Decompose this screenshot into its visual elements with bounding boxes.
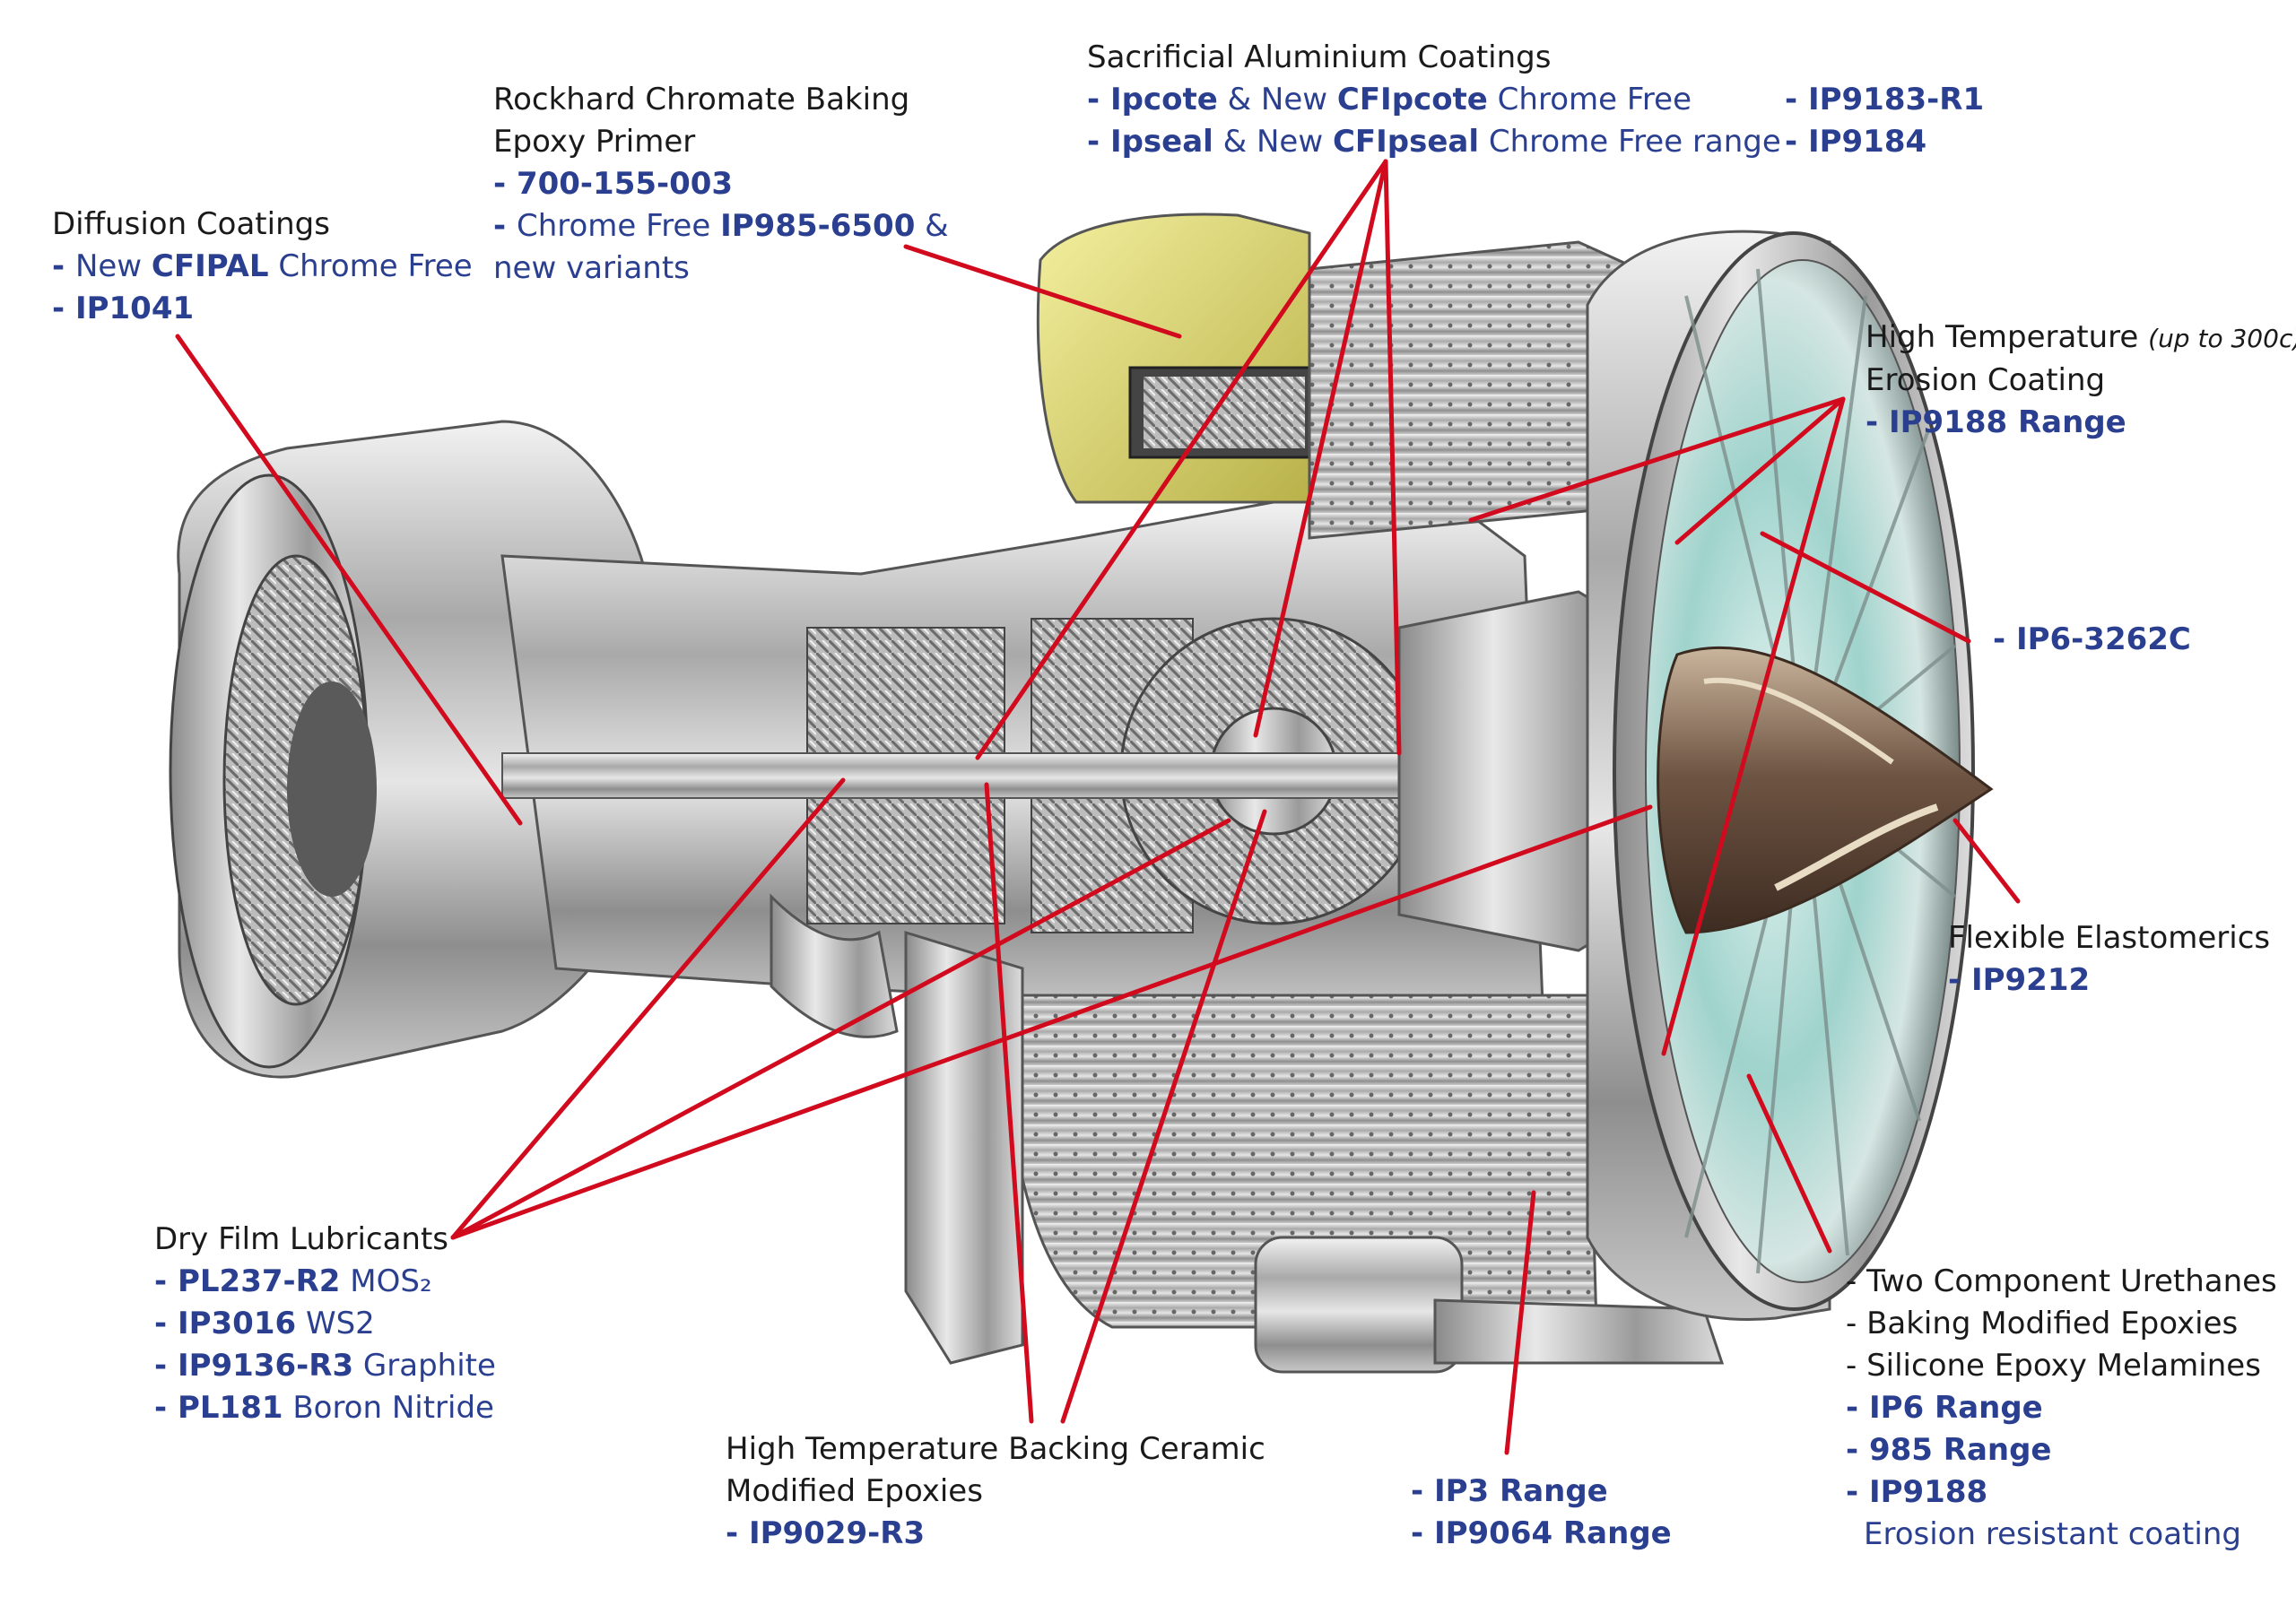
pl181-label: - PL181 [154, 1390, 283, 1426]
core-section [500, 500, 1670, 1015]
ipcote-label: - Ipcote [1087, 82, 1218, 117]
cfipal-label: CFIPAL [151, 248, 269, 284]
callout-urethanes: - Two Component Urethanes - Baking Modif… [1846, 1261, 2277, 1556]
erosion-resistant-label: Erosion resistant coating [1864, 1516, 2241, 1552]
two-component-urethanes: - Two Component Urethanes [1846, 1263, 2277, 1299]
ip9188-label: - IP9188 [1846, 1474, 1988, 1510]
ip1041-label: - IP1041 [52, 291, 195, 326]
700-155-003-label: - 700-155-003 [493, 166, 734, 202]
callout-ceramic-epoxies: High Temperature Backing Ceramic Modifie… [726, 1428, 1265, 1555]
callout-lines [175, 159, 2021, 1455]
ip9064-range-label: - IP9064 Range [1411, 1515, 1672, 1551]
ip6-range-label: - IP6 Range [1846, 1390, 2043, 1426]
callout-flexible-elastomerics: Flexible Elastomerics - IP9212 [1948, 917, 2270, 1002]
cfipseal-label: CFIpseal [1332, 124, 1480, 160]
cfipcote-label: CFIpcote [1336, 82, 1488, 117]
silicone-epoxy-melamines: - Silicone Epoxy Melamines [1846, 1348, 2261, 1384]
sacrificial-title: Sacrificial Aluminium Coatings [1087, 39, 1552, 75]
upper-casing [1036, 213, 1679, 540]
ip985-6500-label: IP985-6500 [720, 208, 916, 244]
rockhard-title-1: Rockhard Chromate Baking [493, 82, 910, 117]
ip9136-label: - IP9136-R3 [154, 1348, 354, 1384]
ip9212-label: - IP9212 [1948, 962, 2091, 998]
callout-rockhard-primer: Rockhard Chromate Baking Epoxy Primer - … [493, 79, 949, 290]
baking-modified-epoxies: - Baking Modified Epoxies [1846, 1306, 2239, 1341]
callout-ip9183: - IP9183-R1 - IP9184 [1785, 79, 1984, 163]
ip9183-label: - IP9183-R1 [1785, 82, 1985, 117]
ip9184-label: - IP9184 [1785, 124, 1927, 160]
ip9029-label: - IP9029-R3 [726, 1515, 926, 1551]
erosion-note: (up to 300c) [2148, 324, 2296, 353]
callout-dry-film-lubricants: Dry Film Lubricants - PL237-R2 MOS₂ - IP… [154, 1219, 496, 1429]
ceramic-title-1: High Temperature Backing Ceramic [726, 1431, 1265, 1467]
nose-cone [1657, 646, 1994, 934]
ip3-range-label: - IP3 Range [1411, 1473, 1608, 1509]
callout-high-temp-erosion: High Temperature (up to 300c) Erosion Co… [1866, 317, 2296, 444]
985-range-label: - 985 Range [1846, 1432, 2052, 1468]
flexible-title: Flexible Elastomerics [1948, 920, 2271, 956]
callout-diffusion-coatings: Diffusion Coatings - New CFIPAL Chrome F… [52, 204, 473, 330]
erosion-title-1: High Temperature [1866, 319, 2139, 355]
rockhard-title-2: Epoxy Primer [493, 124, 696, 160]
pl237-label: - PL237-R2 [154, 1263, 341, 1299]
diffusion-title: Diffusion Coatings [52, 206, 330, 242]
erosion-title-2: Erosion Coating [1866, 362, 2106, 398]
callout-ip3-range: - IP3 Range - IP9064 Range [1411, 1471, 1672, 1555]
callout-ip6-3262c: - IP6-3262C [1993, 619, 2191, 661]
dry-film-title: Dry Film Lubricants [154, 1221, 449, 1257]
ip3016-label: - IP3016 [154, 1306, 297, 1341]
new-variants-label: new variants [493, 250, 690, 286]
ceramic-title-2: Modified Epoxies [726, 1473, 983, 1509]
callout-sacrificial-aluminium: Sacrificial Aluminium Coatings - Ipcote … [1087, 37, 1781, 163]
ipseal-label: - Ipseal [1087, 124, 1213, 160]
lower-casing [770, 893, 1725, 1374]
ip6-3262c-label: - IP6-3262C [1993, 621, 2191, 657]
ip9188-range-label: - IP9188 Range [1866, 404, 2126, 440]
